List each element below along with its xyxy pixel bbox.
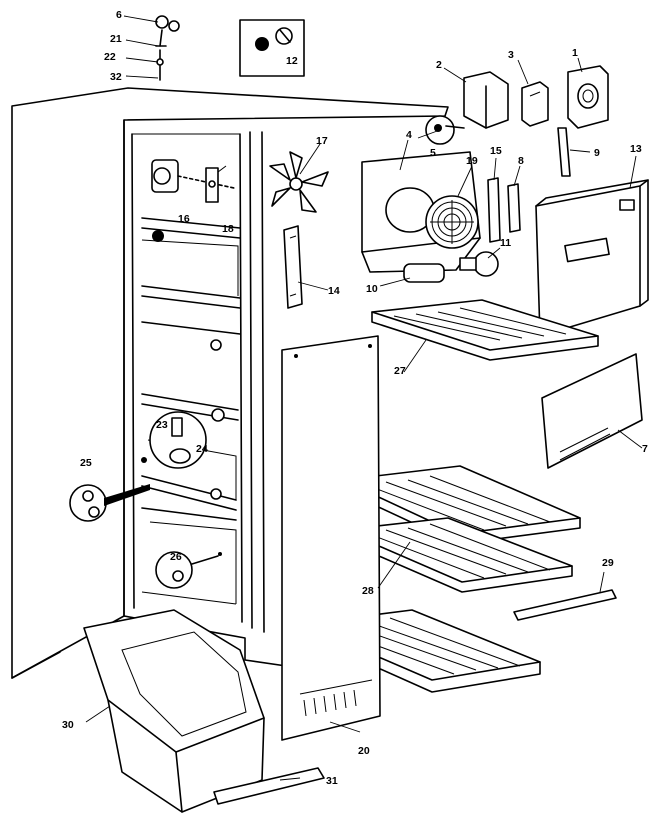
callout-17: 17 bbox=[316, 135, 328, 147]
callout-31: 31 bbox=[326, 775, 338, 787]
leader-lines bbox=[85, 15, 643, 781]
divider-panel-20 bbox=[281, 335, 381, 741]
callout-23: 23 bbox=[156, 419, 168, 431]
callout-10: 10 bbox=[366, 283, 378, 295]
part-2-bracket bbox=[463, 71, 509, 129]
callout-4: 4 bbox=[406, 129, 412, 141]
callout-15: 15 bbox=[490, 145, 502, 157]
part-3-hinge bbox=[521, 81, 549, 127]
crisper-cover-13 bbox=[535, 179, 649, 337]
callout-30: 30 bbox=[62, 719, 74, 731]
part-1-light-housing bbox=[567, 65, 609, 129]
callout-1: 1 bbox=[572, 47, 578, 59]
callout-18: 18 bbox=[222, 223, 234, 235]
callout-21: 21 bbox=[110, 33, 122, 45]
callout-5: 5 bbox=[430, 147, 436, 159]
callout-24: 24 bbox=[196, 443, 208, 455]
callout-14: 14 bbox=[328, 285, 340, 297]
callout-11: 11 bbox=[500, 237, 511, 249]
refrigerator-cabinet bbox=[11, 87, 449, 679]
detail-26 bbox=[155, 551, 222, 589]
callout-20: 20 bbox=[358, 745, 370, 757]
rail-29 bbox=[513, 589, 617, 621]
callout-16: 16 bbox=[178, 213, 190, 225]
part-9-strip bbox=[557, 127, 571, 177]
part-8-strip bbox=[507, 183, 521, 233]
callout-2: 2 bbox=[436, 59, 442, 71]
callout-7: 7 bbox=[642, 443, 648, 455]
callout-6: 6 bbox=[116, 9, 122, 21]
callout-22: 22 bbox=[104, 51, 116, 63]
callout-19: 19 bbox=[466, 155, 478, 167]
callout-9: 9 bbox=[594, 147, 600, 159]
top-hinge-assembly bbox=[155, 15, 180, 81]
detail-23-24 bbox=[149, 411, 207, 469]
callout-8: 8 bbox=[518, 155, 524, 167]
fan-guard-19 bbox=[425, 195, 479, 249]
callout-25: 25 bbox=[80, 457, 92, 469]
part-12-kit bbox=[239, 19, 305, 77]
callout-26: 26 bbox=[170, 551, 182, 563]
part-14-bracket bbox=[283, 225, 303, 309]
callout-13: 13 bbox=[630, 143, 642, 155]
part-15-strip bbox=[487, 177, 501, 243]
callout-labels: 1 2 3 4 5 6 7 8 9 10 11 12 13 14 15 16 1… bbox=[62, 9, 648, 787]
fan-blade-17 bbox=[269, 151, 329, 213]
freezer-compartment bbox=[141, 217, 241, 605]
callout-12: 12 bbox=[286, 55, 298, 67]
crisper-bin-30 bbox=[83, 609, 265, 813]
callout-28: 28 bbox=[362, 585, 374, 597]
callout-27: 27 bbox=[394, 365, 406, 377]
shelf-27 bbox=[371, 299, 599, 361]
light-socket-10 bbox=[403, 263, 445, 283]
part-7-panel bbox=[541, 353, 643, 469]
callout-29: 29 bbox=[602, 557, 614, 569]
fan-motor-5 bbox=[425, 115, 465, 145]
callout-32: 32 bbox=[110, 71, 122, 83]
freezer-control-16 bbox=[151, 159, 235, 193]
thermostat-18 bbox=[205, 165, 227, 203]
rail-31 bbox=[213, 767, 325, 805]
detail-25 bbox=[69, 484, 150, 522]
callout-3: 3 bbox=[508, 49, 514, 61]
light-bulb-11 bbox=[459, 251, 499, 277]
